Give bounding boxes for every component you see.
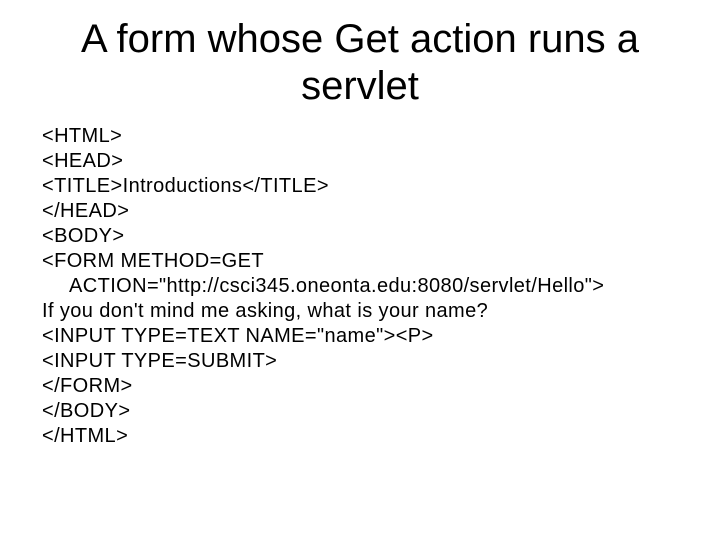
title-line-1: A form whose Get action runs a	[80, 17, 640, 61]
code-line: <FORM METHOD=GET	[42, 250, 264, 272]
code-line: ACTION="http://csci345.oneonta.edu:8080/…	[69, 275, 605, 297]
code-line: </HEAD>	[42, 200, 130, 222]
page-title: A form whose Get action runs a servlet	[0, 16, 720, 110]
code-line: <TITLE>Introductions</TITLE>	[42, 175, 329, 197]
code-line: <INPUT TYPE=SUBMIT>	[42, 350, 278, 372]
title-line-2: servlet	[301, 64, 419, 108]
code-line: <BODY>	[42, 225, 125, 247]
code-line: </BODY>	[42, 400, 131, 422]
code-line: <HTML>	[42, 125, 123, 147]
code-line: If you don't mind me asking, what is you…	[42, 300, 489, 322]
code-line: </FORM>	[42, 375, 133, 397]
code-line: </HTML>	[42, 425, 129, 447]
code-line: <INPUT TYPE=TEXT NAME="name"><P>	[42, 325, 434, 347]
code-line: <HEAD>	[42, 150, 124, 172]
code-block: <HTML> <HEAD> <TITLE>Introductions</TITL…	[42, 124, 710, 449]
